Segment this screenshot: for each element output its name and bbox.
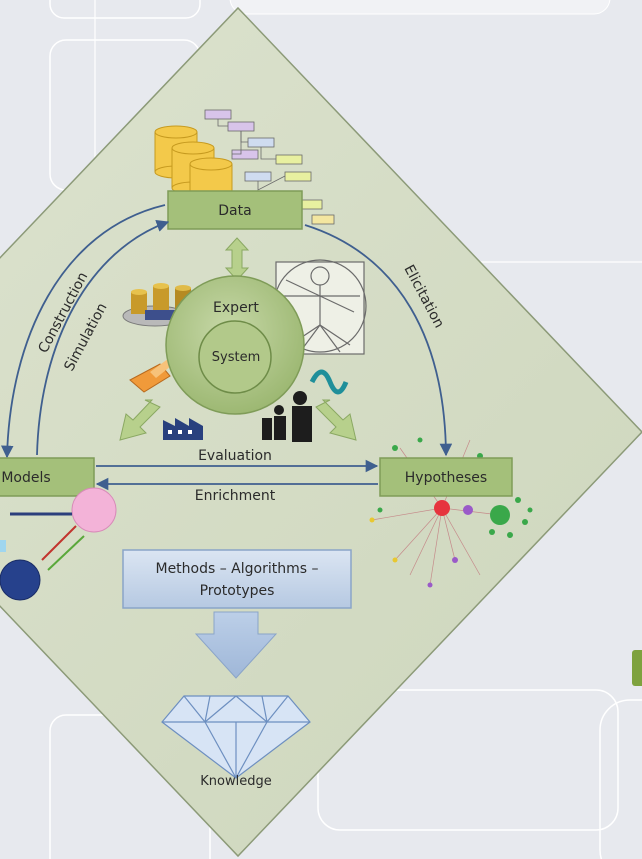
methods-node: Methods – Algorithms – Prototypes [122,549,352,609]
enrichment-label: Enrichment [195,488,276,504]
background-decoration [49,0,642,859]
diagram-diamond [0,6,642,858]
models-node: Models [0,457,95,497]
data-label: Data [218,203,251,219]
evaluation-label: Evaluation [198,448,272,464]
simulation-arrow [36,219,170,456]
factory-icon [163,418,203,440]
elicitation-arrow [304,224,453,457]
data-node: Data [167,190,303,230]
methods-to-knowledge-arrow [194,611,278,679]
expert-system-node: Expert System [165,275,305,415]
expert-label: Expert [213,300,259,316]
model-diagram-icon [0,487,117,601]
wave-icon [309,369,349,395]
people-icon [262,391,312,442]
knowledge-label: Knowledge [200,774,271,789]
expert-to-evaluation-arrows [119,399,357,441]
hypotheses-node: Hypotheses [379,457,513,497]
diamond-gem-icon [161,695,311,779]
construction-arrow [0,204,166,459]
hypotheses-label: Hypotheses [405,470,487,486]
system-label: System [212,350,260,365]
database-icon [154,109,335,225]
methods-label-line1: Methods – Algorithms – [155,561,318,577]
models-label: Models [1,470,50,486]
methods-label-line2: Prototypes [200,583,275,599]
